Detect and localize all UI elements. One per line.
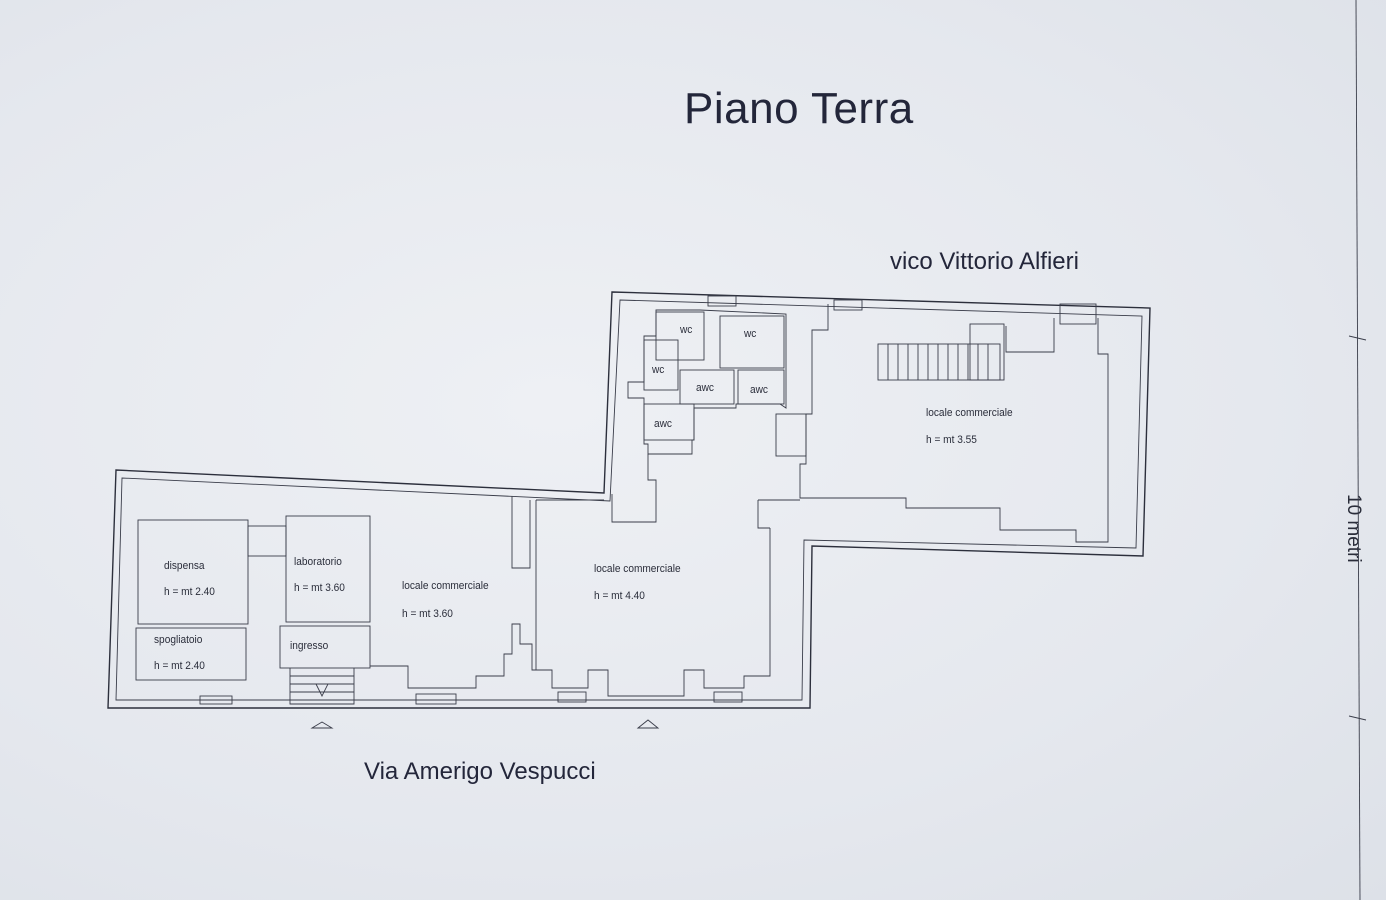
room-name-dispensa: dispensa xyxy=(164,560,205,572)
small-stair xyxy=(247,525,287,557)
interior-wall xyxy=(1005,318,1055,353)
room-name-awc-1: awc xyxy=(696,382,714,394)
room-ingresso xyxy=(279,625,371,669)
room-name-awc-2: awc xyxy=(750,384,768,396)
room-dispensa xyxy=(137,519,249,625)
street-label-north: vico Vittorio Alfieri xyxy=(890,248,1079,275)
room-name-wc-3: wc xyxy=(652,364,665,376)
room-name-awc-3: awc xyxy=(654,418,672,430)
window xyxy=(833,299,863,311)
room-height-spogliatoio: h = mt 2.40 xyxy=(154,660,205,672)
entrance-marker xyxy=(310,721,334,729)
margin-tick xyxy=(1348,335,1367,341)
interior-wall xyxy=(370,528,771,697)
room-name-laboratorio: laboratorio xyxy=(294,556,342,568)
entry-steps xyxy=(289,668,355,705)
room-name-locale-3: locale commerciale xyxy=(926,407,1013,419)
room-name-locale-1: locale commerciale xyxy=(402,580,489,592)
room-name-spogliatoio: spogliatoio xyxy=(154,634,203,646)
building-inner-outline xyxy=(115,299,1143,701)
staircase xyxy=(877,343,1001,381)
stair-landing xyxy=(969,323,1005,381)
wc-cell xyxy=(655,311,705,361)
entry-arrow xyxy=(315,683,329,698)
stair-small xyxy=(775,413,807,457)
room-name-wc-2: wc xyxy=(744,328,757,340)
window xyxy=(707,295,737,307)
awc-cell xyxy=(643,403,695,441)
window xyxy=(713,691,743,703)
margin-line xyxy=(1355,0,1361,900)
room-name-wc-1: wc xyxy=(680,324,693,336)
room-height-locale-1: h = mt 3.60 xyxy=(402,608,453,620)
room-name-ingresso: ingresso xyxy=(290,640,329,652)
window xyxy=(415,693,457,705)
interior-wall xyxy=(511,496,531,569)
room-height-dispensa: h = mt 2.40 xyxy=(164,586,215,598)
window xyxy=(1059,303,1097,325)
margin-tick xyxy=(1348,715,1367,721)
window xyxy=(557,691,587,703)
room-spogliatoio xyxy=(135,627,247,681)
building-outline xyxy=(107,291,1151,709)
entrance-marker xyxy=(636,719,660,729)
awc-cell xyxy=(737,369,785,405)
wc-cell xyxy=(643,339,679,391)
plan-title: Piano Terra xyxy=(684,84,914,133)
window xyxy=(199,695,233,705)
room-height-laboratorio: h = mt 3.60 xyxy=(294,582,345,594)
awc-cell xyxy=(679,369,735,405)
interior-wall xyxy=(535,499,800,670)
wc-cell xyxy=(719,315,785,369)
room-height-locale-2: h = mt 4.40 xyxy=(594,590,645,602)
interior-wall xyxy=(799,304,1109,543)
toilet-block-outline xyxy=(627,309,787,455)
room-laboratorio xyxy=(285,515,371,623)
room-height-locale-3: h = mt 3.55 xyxy=(926,434,977,446)
stair-treads xyxy=(887,344,989,380)
street-label-south: Via Amerigo Vespucci xyxy=(364,758,596,785)
room-name-locale-2: locale commerciale xyxy=(594,563,681,575)
toilet-corridor-wall xyxy=(611,454,657,523)
